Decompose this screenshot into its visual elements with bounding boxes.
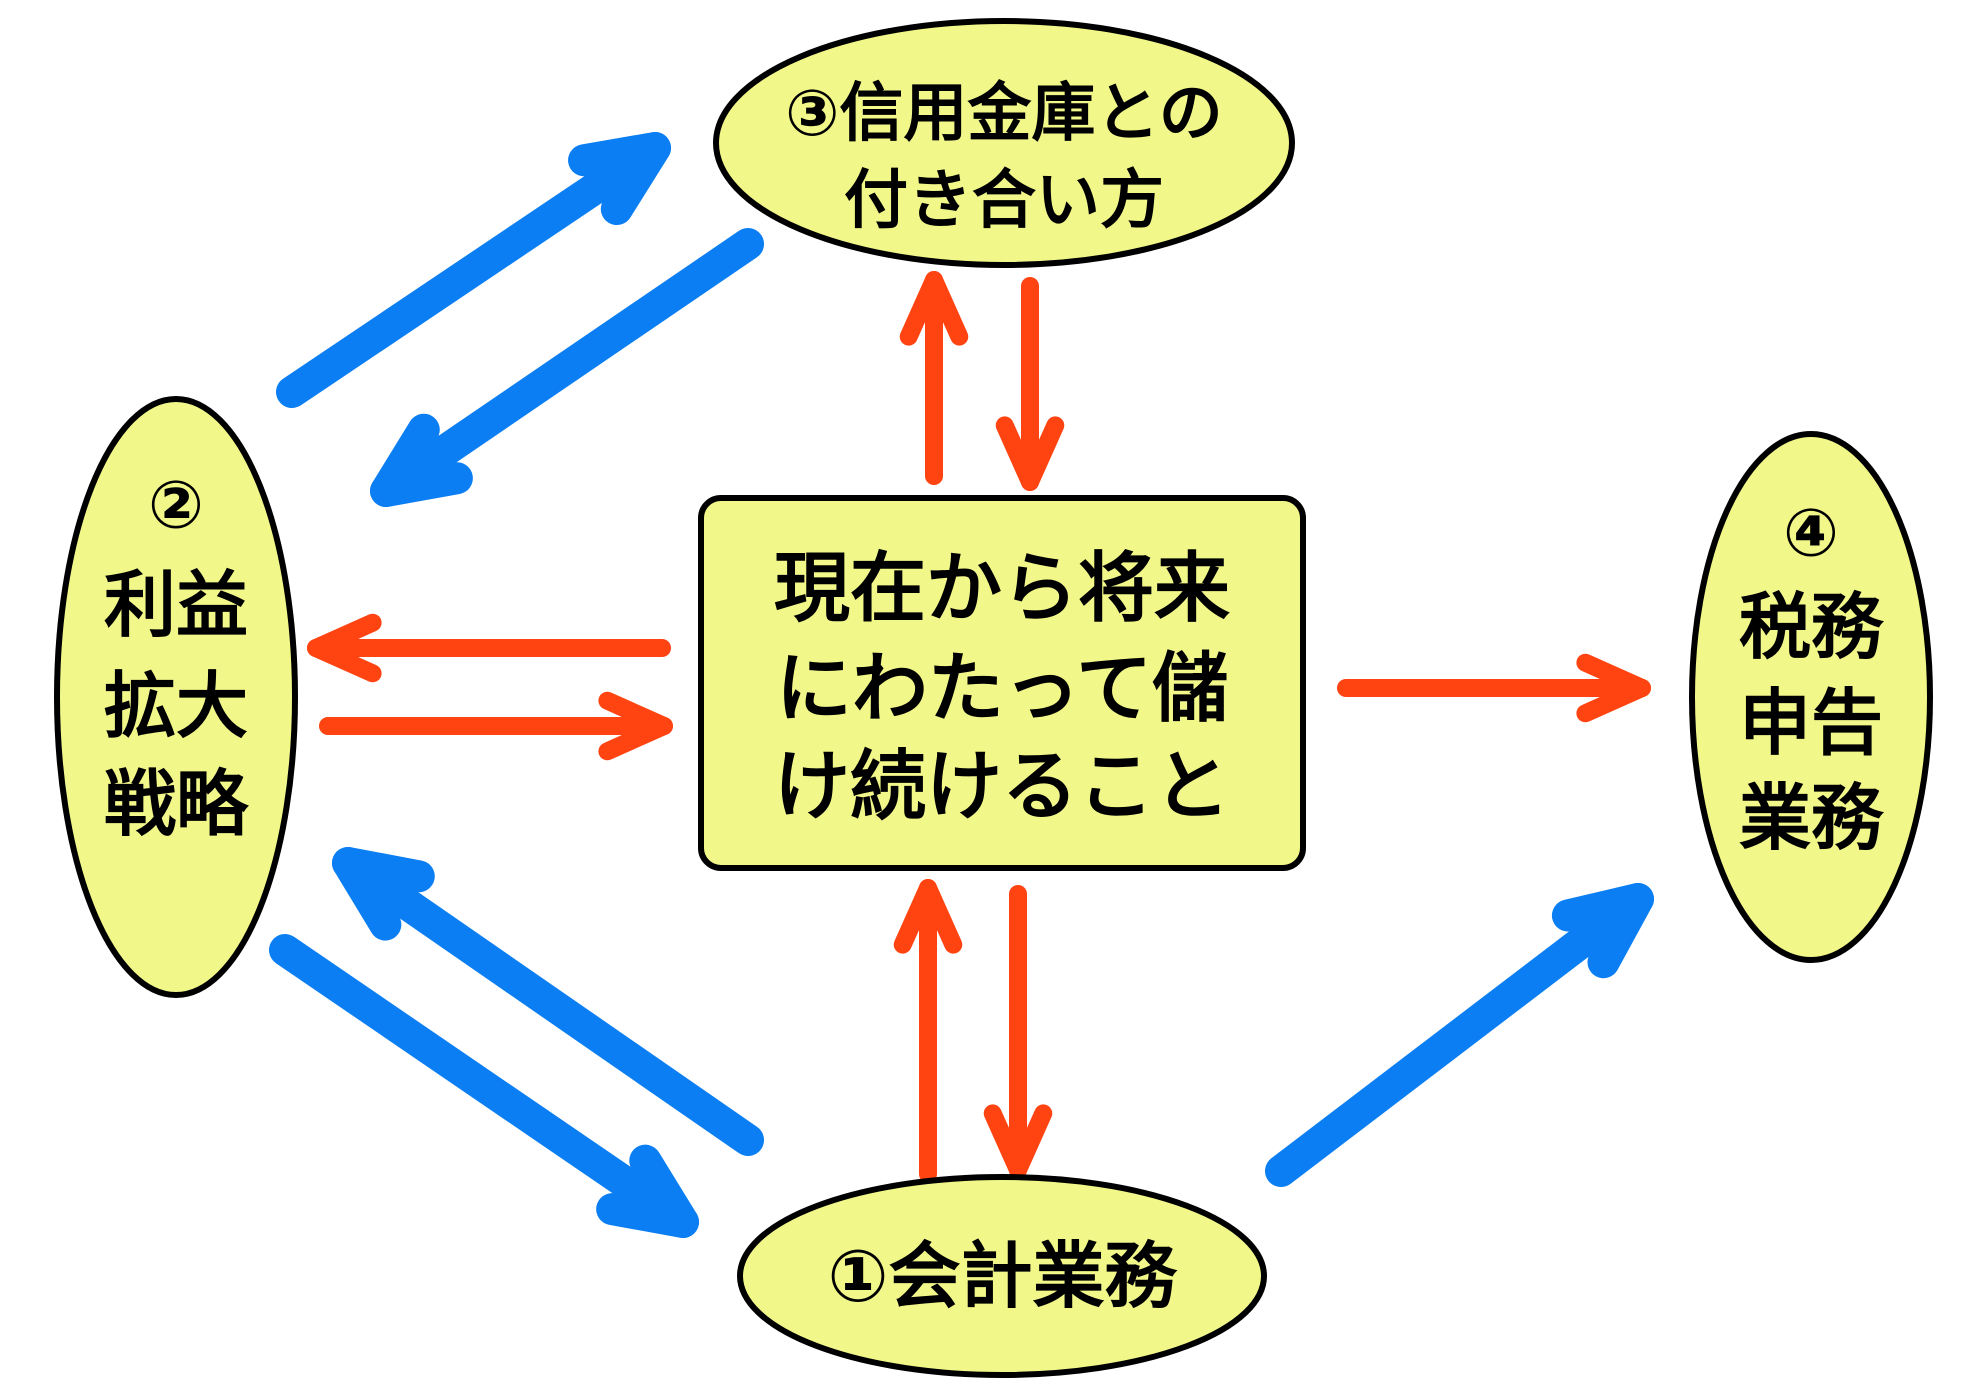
arrow-head [370, 413, 473, 507]
node-center[interactable]: 現在から将来 にわたって儲 け続けること [698, 495, 1306, 871]
arrow-head [598, 691, 673, 761]
arrows-layer [269, 132, 1654, 1238]
arrow-center-to-accounting [983, 885, 1053, 1179]
node-accounting[interactable]: ①会計業務 [737, 1174, 1267, 1378]
node-accounting-shape [737, 1174, 1267, 1378]
node-tax-line-2: 税務 [1739, 585, 1885, 669]
arrow-head [307, 613, 382, 683]
arrow-head [596, 1144, 699, 1238]
node-center-line-3: け続けること [774, 742, 1230, 831]
arrow-head [1576, 653, 1651, 723]
node-tax[interactable]: ④ 税務 申告 業務 [1689, 431, 1933, 963]
node-bank-shape [713, 18, 1295, 268]
arrow-shaft [1265, 883, 1654, 1187]
arrow-head [1551, 883, 1654, 979]
node-bank[interactable]: ③信用金庫との 付き合い方 [713, 18, 1295, 268]
arrow-profit-to-bank [276, 132, 671, 408]
arrow-center-to-profit [307, 613, 671, 683]
node-profit-line-3: 拡大 [104, 664, 248, 748]
arrow-head [983, 1104, 1053, 1179]
node-center-line-1: 現在から将来 [774, 544, 1230, 633]
arrow-shaft [370, 228, 764, 507]
node-profit[interactable]: ② 利益 拡大 戦略 [54, 396, 298, 998]
node-profit-line-2: 利益 [104, 563, 248, 647]
arrow-head [899, 271, 969, 346]
node-profit-line-4: 戦略 [104, 762, 250, 846]
arrow-center-to-bank [899, 271, 969, 485]
arrow-head [332, 847, 435, 941]
node-tax-line-3: 申告 [1739, 681, 1883, 765]
arrow-shaft [332, 847, 764, 1156]
arrow-center-to-tax [1337, 653, 1651, 723]
node-center-line-2: にわたって儲 [776, 644, 1228, 733]
arrow-shaft [269, 934, 699, 1238]
node-accounting-line-1: ①会計業務 [828, 1234, 1179, 1318]
arrow-profit-to-center [319, 691, 673, 761]
node-tax-line-1: ④ [1783, 495, 1839, 572]
arrow-accounting-to-profit [332, 847, 764, 1156]
node-profit-line-1: ② [148, 467, 204, 544]
node-center-shape [698, 495, 1306, 871]
nodes-layer: ③信用金庫との 付き合い方 ② 利益 拡大 戦略 ④ 税務 申告 業務 ①会計業… [54, 18, 1933, 1378]
node-tax-line-4: 業務 [1739, 776, 1885, 860]
arrow-head [893, 879, 963, 954]
node-bank-line-2: 付き合い方 [844, 164, 1164, 238]
arrow-accounting-to-tax [1265, 883, 1654, 1187]
arrow-shaft [276, 132, 671, 408]
node-tax-shape [1689, 431, 1933, 963]
arrow-bank-to-profit [370, 228, 764, 507]
node-bank-line-1: ③信用金庫との [785, 77, 1223, 151]
node-profit-shape [54, 396, 298, 998]
arrow-bank-to-center [995, 277, 1065, 491]
arrow-profit-to-accounting [269, 934, 699, 1238]
arrow-accounting-to-center [893, 879, 963, 1183]
arrow-head [995, 416, 1065, 491]
arrow-head [568, 132, 671, 226]
